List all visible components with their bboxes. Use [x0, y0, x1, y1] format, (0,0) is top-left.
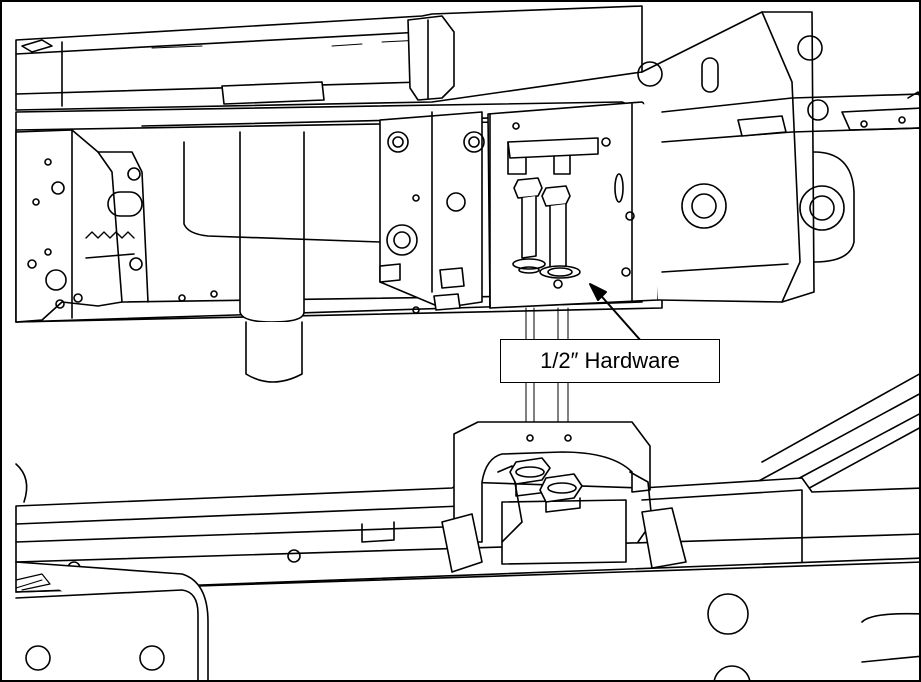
upper-right-frame — [637, 11, 919, 303]
lower-hardware-bracket — [441, 421, 687, 573]
upper-top-rail — [15, 5, 643, 111]
lower-nut-right — [539, 473, 583, 513]
upper-center-plate — [379, 111, 485, 311]
lower-bottom-panel — [15, 561, 919, 680]
callout-leader-arrow — [589, 283, 643, 343]
half-inch-bolt-left — [512, 177, 546, 274]
hardware-callout-label: 1/2″ Hardware — [500, 339, 720, 383]
lower-diagonal-rail — [741, 373, 919, 493]
upper-vertical-tab — [407, 15, 455, 101]
upper-left-bracket — [15, 129, 149, 323]
upper-vertical-post — [183, 131, 381, 383]
half-inch-bolt-right — [539, 185, 581, 279]
